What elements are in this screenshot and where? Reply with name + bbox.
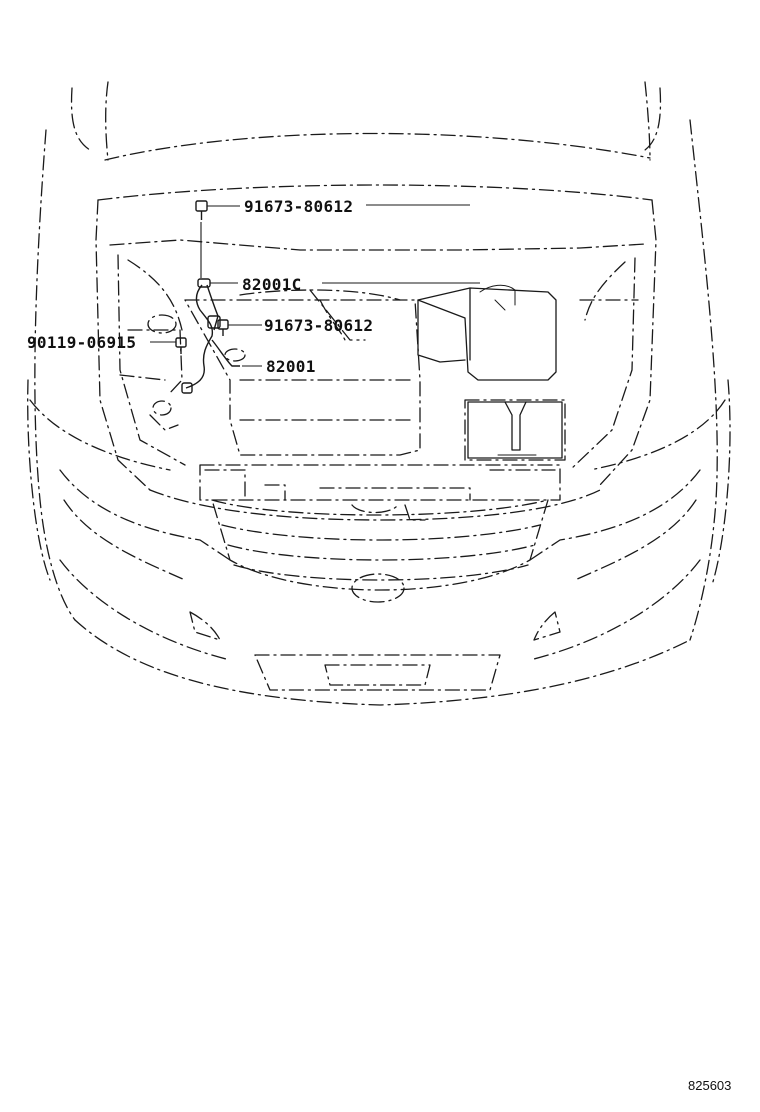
- air-cleaner: [417, 284, 557, 381]
- front-grille: [211, 499, 549, 603]
- label-bolt-top: 91673-80612: [244, 197, 353, 216]
- radiator-support: [184, 289, 566, 521]
- label-harness: 82001: [266, 357, 316, 376]
- figure-reference: 825603: [688, 1078, 731, 1093]
- bolt-top-icon: [195, 200, 208, 220]
- battery-tray: [467, 401, 563, 459]
- wire-harness: [181, 278, 240, 394]
- left-bay-components: [119, 314, 246, 431]
- leader-lines: [150, 204, 480, 367]
- label-bolt-mid: 91673-80612: [264, 316, 373, 335]
- label-bolt-left: 90119-06915: [27, 333, 136, 352]
- emblem-icon: [351, 573, 405, 603]
- vehicle-outline: [27, 81, 731, 706]
- label-harness-c: 82001C: [242, 275, 302, 294]
